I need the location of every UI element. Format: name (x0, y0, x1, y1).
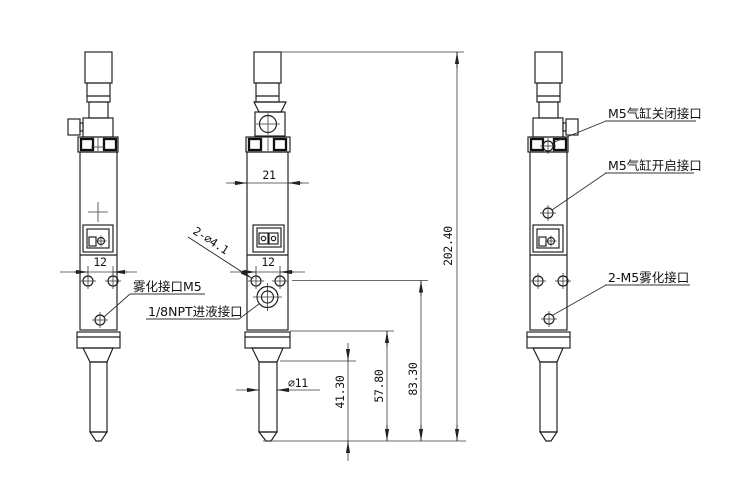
label-cylinder-close-port: M5气缸关闭接口 (608, 106, 702, 121)
plate-slot (272, 137, 288, 152)
upper-block (82, 117, 114, 138)
needle-shaft (258, 361, 278, 433)
dim-83-30: 83.30 (406, 362, 420, 395)
collar (526, 331, 571, 349)
seat-block (82, 224, 114, 253)
needle-tip (257, 431, 279, 442)
neck (538, 101, 559, 119)
seat-block (252, 224, 285, 253)
valve-body (529, 151, 568, 331)
side-fitting (565, 118, 579, 136)
plate-slot (79, 137, 95, 152)
plate-slot (102, 137, 118, 152)
dim-needle-diameter: ∅11 (288, 376, 308, 390)
needle-shaft (89, 361, 108, 433)
front-view: 21 12 2-∅4.1 1/8NP (146, 51, 309, 442)
plate-slot (552, 137, 568, 152)
seat-inner (536, 228, 560, 249)
knob-lower (536, 82, 561, 103)
seat-detail (538, 236, 547, 247)
left-view: 12 雾化接口M5 (60, 51, 205, 442)
upper-block (532, 117, 564, 138)
nozzle-taper (82, 347, 114, 363)
side-fitting-stem (79, 122, 84, 132)
valve-body (246, 151, 289, 331)
dim-41-30: 41.30 (333, 375, 347, 408)
knob-lower (255, 82, 280, 103)
needle-tip (538, 431, 559, 442)
neck (88, 101, 109, 119)
side-fitting-stem (562, 122, 567, 132)
seat-inner (256, 227, 282, 248)
leader-line (238, 303, 260, 320)
leader-line (103, 293, 131, 318)
seat-detail (88, 236, 97, 247)
label-cylinder-open-port: M5气缸开启接口 (608, 158, 702, 173)
side-fitting (67, 118, 81, 136)
valve-body (79, 151, 118, 331)
seat-block (532, 224, 564, 253)
leader-line (551, 120, 607, 144)
label-atomizing-port-m5: 雾化接口M5 (133, 279, 202, 294)
dim-hole-pitch-front: 12 (261, 255, 274, 269)
label-atomizing-ports-2m5: 2-M5雾化接口 (608, 270, 689, 285)
dim-57-80: 57.80 (372, 369, 386, 402)
adjust-knob (253, 51, 282, 84)
seat-detail (258, 232, 269, 245)
seat-inner (86, 228, 110, 249)
plate-slot (529, 137, 545, 152)
dimension-set: 41.30 57.80 83.30 202.40 ∅11 (236, 51, 466, 461)
leader-line (552, 284, 607, 316)
seat-detail (268, 232, 279, 245)
adjust-knob (534, 51, 563, 84)
seat-hole (270, 235, 277, 242)
needle-tip (88, 431, 109, 442)
collar (244, 331, 291, 349)
collar (76, 331, 121, 349)
stem-block (254, 111, 286, 137)
knob-lower (86, 82, 111, 103)
dim-body-width-21: 21 (262, 168, 276, 182)
right-view: M5气缸关闭接口 M5气缸开启接口 2-M5雾化接口 (526, 51, 702, 442)
leader-line (551, 172, 607, 211)
needle-shaft (539, 361, 558, 433)
dim-hole-pitch-left: 12 (93, 255, 106, 269)
neck-flange (253, 101, 287, 113)
nozzle-taper (532, 347, 564, 363)
plate-slot (247, 137, 263, 152)
leader-line (187, 236, 253, 279)
label-fluid-inlet: 1/8NPT进液接口 (148, 304, 243, 319)
adjust-knob (84, 51, 113, 84)
nozzle-taper (251, 347, 284, 363)
seat-hole (260, 235, 267, 242)
dim-total-height: 202.40 (441, 226, 455, 266)
